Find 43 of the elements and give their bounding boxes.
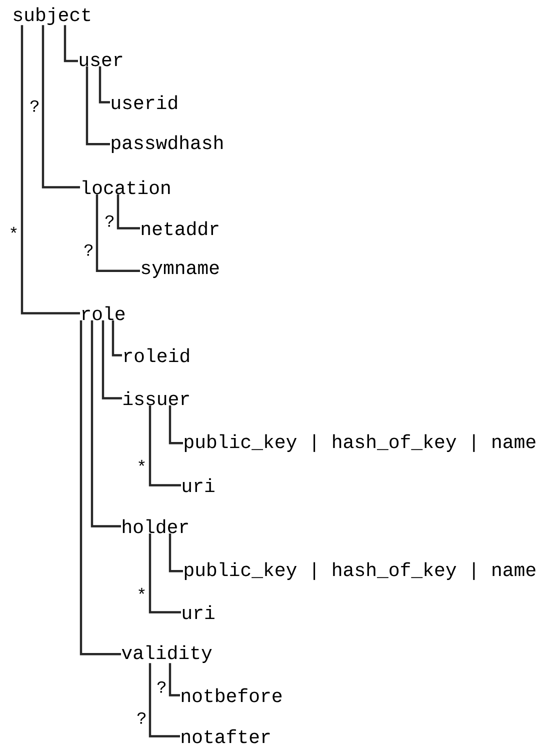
- tree-label: public_key | hash_of_key | name: [184, 562, 536, 580]
- tree-connector: [102, 320, 122, 400]
- tree-connector: [90, 320, 121, 528]
- tree-label: location: [82, 180, 170, 194]
- tree-connector: [80, 320, 121, 656]
- tree-label: user: [80, 56, 122, 66]
- tree-label: holder: [122, 519, 188, 534]
- edge-label: ?: [157, 681, 166, 693]
- tree-label: role: [82, 306, 125, 320]
- tree-label: subject: [14, 7, 90, 25]
- tree-connector: [96, 194, 140, 272]
- tree-connector: [112, 320, 122, 356]
- edge-label: ?: [137, 712, 146, 724]
- tree-label: roleid: [124, 348, 189, 362]
- tree-connector: [20, 25, 80, 314]
- tree-connector: [64, 25, 78, 62]
- edge-label: ?: [105, 215, 114, 227]
- edge-label: ?: [30, 100, 38, 112]
- tree-label: passwdhash: [112, 135, 223, 153]
- tree-label: issuer: [124, 391, 189, 406]
- tree-connector: [168, 533, 183, 572]
- tree-label: netaddr: [142, 221, 218, 236]
- edge-label: *: [10, 226, 17, 233]
- edge-label: *: [138, 588, 145, 594]
- tree-connector: [148, 405, 181, 486]
- tree-label: uri: [182, 478, 214, 492]
- tree-connector: [148, 533, 181, 614]
- tree-label: userid: [112, 95, 177, 110]
- tree-connector: [168, 405, 183, 444]
- tree-connector: [42, 25, 80, 188]
- tree-label: public_key | hash_of_key | name: [184, 434, 536, 452]
- tree-label: uri: [182, 605, 214, 620]
- tree-connector: [86, 66, 110, 146]
- tree-label: validity: [122, 645, 212, 663]
- tree-label: notbefore: [182, 688, 282, 702]
- tree-connector: [116, 194, 140, 230]
- tree-connector: [148, 663, 180, 738]
- tree-label: symname: [142, 264, 219, 278]
- tree-connector: [98, 66, 110, 104]
- tree-label: notafter: [182, 729, 270, 744]
- tree-connector: [168, 663, 180, 696]
- edge-label: *: [138, 460, 145, 466]
- edge-label: ?: [84, 244, 92, 256]
